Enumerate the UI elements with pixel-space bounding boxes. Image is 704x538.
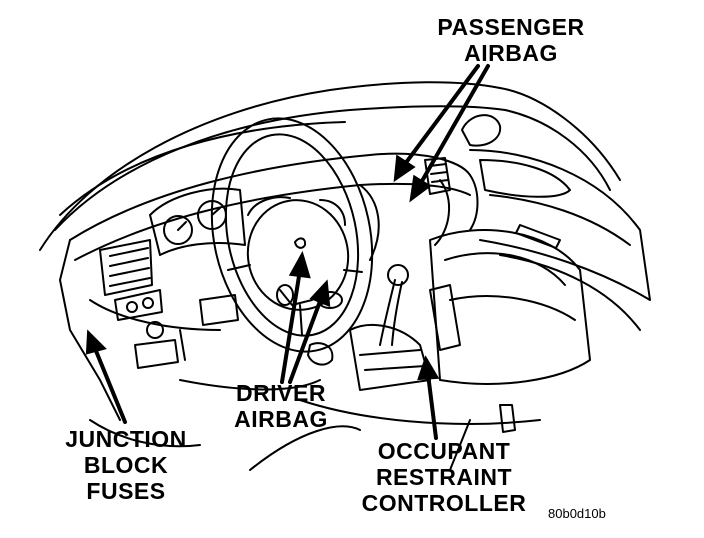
instrument-cluster	[149, 187, 246, 256]
passenger-airbag-leader-2	[416, 64, 490, 190]
left-vent	[99, 239, 153, 296]
door-panel	[469, 149, 651, 301]
passenger-vent	[424, 157, 451, 195]
occupant-restraint-leader	[426, 372, 438, 440]
passenger-airbag-arrowhead-1	[393, 154, 416, 183]
junction-block-fuses-label: JUNCTION BLOCK FUSES	[56, 426, 196, 504]
driver-airbag-label-line1: DRIVER	[236, 380, 326, 406]
occupant-restraint-controller-label: OCCUPANT RESTRAINT CONTROLLER	[354, 438, 534, 516]
driver-airbag-leader-1	[280, 268, 302, 384]
driver-airbag-label-line2: AIRBAG	[234, 406, 328, 432]
driver-airbag-leader-2	[288, 294, 324, 384]
passenger-airbag-label-line1: PASSENGER	[437, 14, 585, 40]
dashboard	[69, 152, 471, 241]
driver-airbag-module	[246, 199, 350, 311]
occupant-restraint-arrowhead	[417, 355, 440, 381]
center-console	[349, 324, 431, 391]
passenger-airbag-leader-1	[400, 64, 480, 170]
driver-airbag-arrowhead-1	[288, 250, 311, 279]
driver-airbag-label: DRIVER AIRBAG	[226, 380, 336, 432]
shift-lever	[379, 279, 403, 346]
passenger-airbag-label: PASSENGER AIRBAG	[426, 14, 596, 66]
passenger-airbag-arrowhead-2	[409, 174, 432, 203]
orc-label-line3: CONTROLLER	[361, 490, 527, 516]
passenger-airbag-label-line2: AIRBAG	[464, 40, 558, 66]
steering-wheel	[210, 117, 374, 353]
passenger-seat	[429, 229, 591, 385]
junction-block-label-line2: BLOCK	[83, 452, 169, 478]
junction-block-leader	[92, 344, 127, 424]
orc-label-line2: RESTRAINT	[375, 464, 513, 490]
junction-block-label-line3: FUSES	[86, 478, 166, 504]
figure-code: 80b0d10b	[548, 506, 606, 521]
driver-airbag-arrowhead-2	[309, 279, 331, 308]
side-mirror	[461, 114, 502, 147]
orc-label-line1: OCCUPANT	[377, 438, 511, 464]
junction-block-label-line1: JUNCTION	[65, 426, 187, 452]
junction-block-arrowhead	[85, 329, 107, 355]
